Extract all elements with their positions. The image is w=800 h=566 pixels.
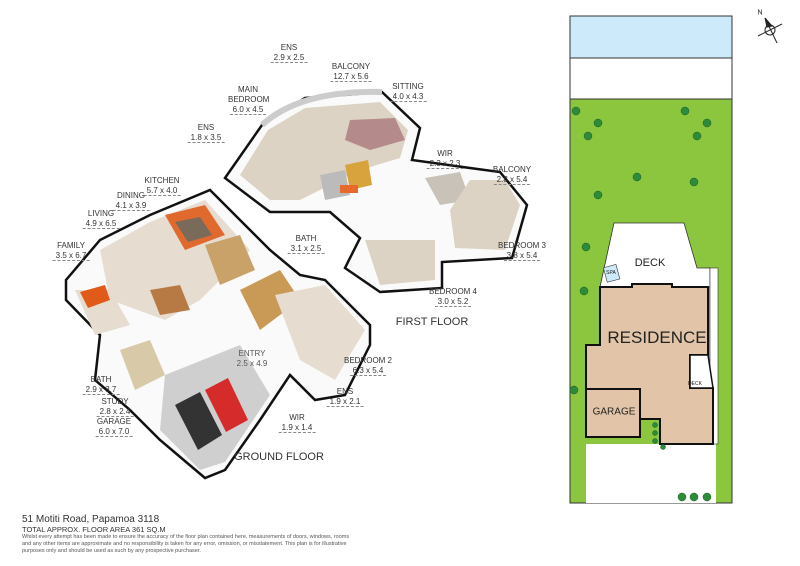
property-address: 51 Motiti Road, Papamoa 3118 xyxy=(22,514,160,525)
spa xyxy=(603,264,621,283)
footer: 51 Motiti Road, Papamoa 3118 TOTAL APPRO… xyxy=(22,514,352,555)
ground-floor-title: GROUND FLOOR xyxy=(234,451,324,463)
north-arrow-icon xyxy=(757,17,783,44)
water-area xyxy=(569,15,733,59)
north-label: N xyxy=(757,9,763,17)
site-plan xyxy=(569,15,783,504)
disclaimer: Whilst every attempt has been made to en… xyxy=(22,534,350,554)
floor-area: TOTAL APPROX. FLOOR AREA 361 SQ.M xyxy=(22,525,166,534)
garage-footprint xyxy=(585,388,641,438)
driveway xyxy=(586,444,716,503)
first-floor-title: FIRST FLOOR xyxy=(395,316,469,328)
site-residence-label: RESIDENCE xyxy=(607,328,707,347)
small-deck-area xyxy=(689,354,714,389)
site-small-deck-label: DECK xyxy=(688,381,702,387)
ground-floor-plan xyxy=(64,188,372,480)
trees xyxy=(569,106,712,502)
site-deck-label: DECK xyxy=(634,257,666,269)
site-spa-label: SPA xyxy=(606,270,616,276)
site-garage-label: GARAGE xyxy=(592,406,636,418)
first-floor-plan xyxy=(223,88,529,294)
